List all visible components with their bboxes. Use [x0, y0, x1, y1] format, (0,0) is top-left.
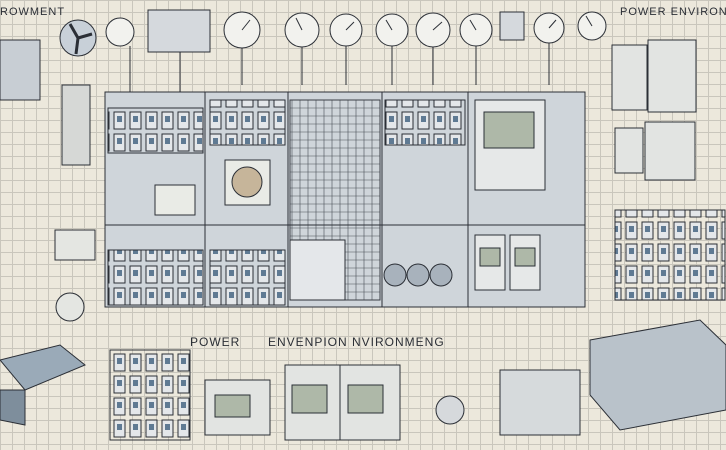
- label-environment: ENVENPION NVIRONMENG: [268, 335, 445, 349]
- gauge-row: [59, 9, 607, 57]
- label-top-right: POWER ENVIRONM: [620, 6, 726, 18]
- left-devices: [0, 39, 96, 426]
- main-cabinet: [104, 91, 586, 308]
- meter-icon: [231, 166, 263, 198]
- label-top-left: ROWMENT: [0, 6, 66, 18]
- right-devices: [589, 39, 726, 431]
- label-power: POWER: [190, 335, 241, 349]
- display-screen: [483, 111, 535, 149]
- bottom-devices: [109, 349, 581, 441]
